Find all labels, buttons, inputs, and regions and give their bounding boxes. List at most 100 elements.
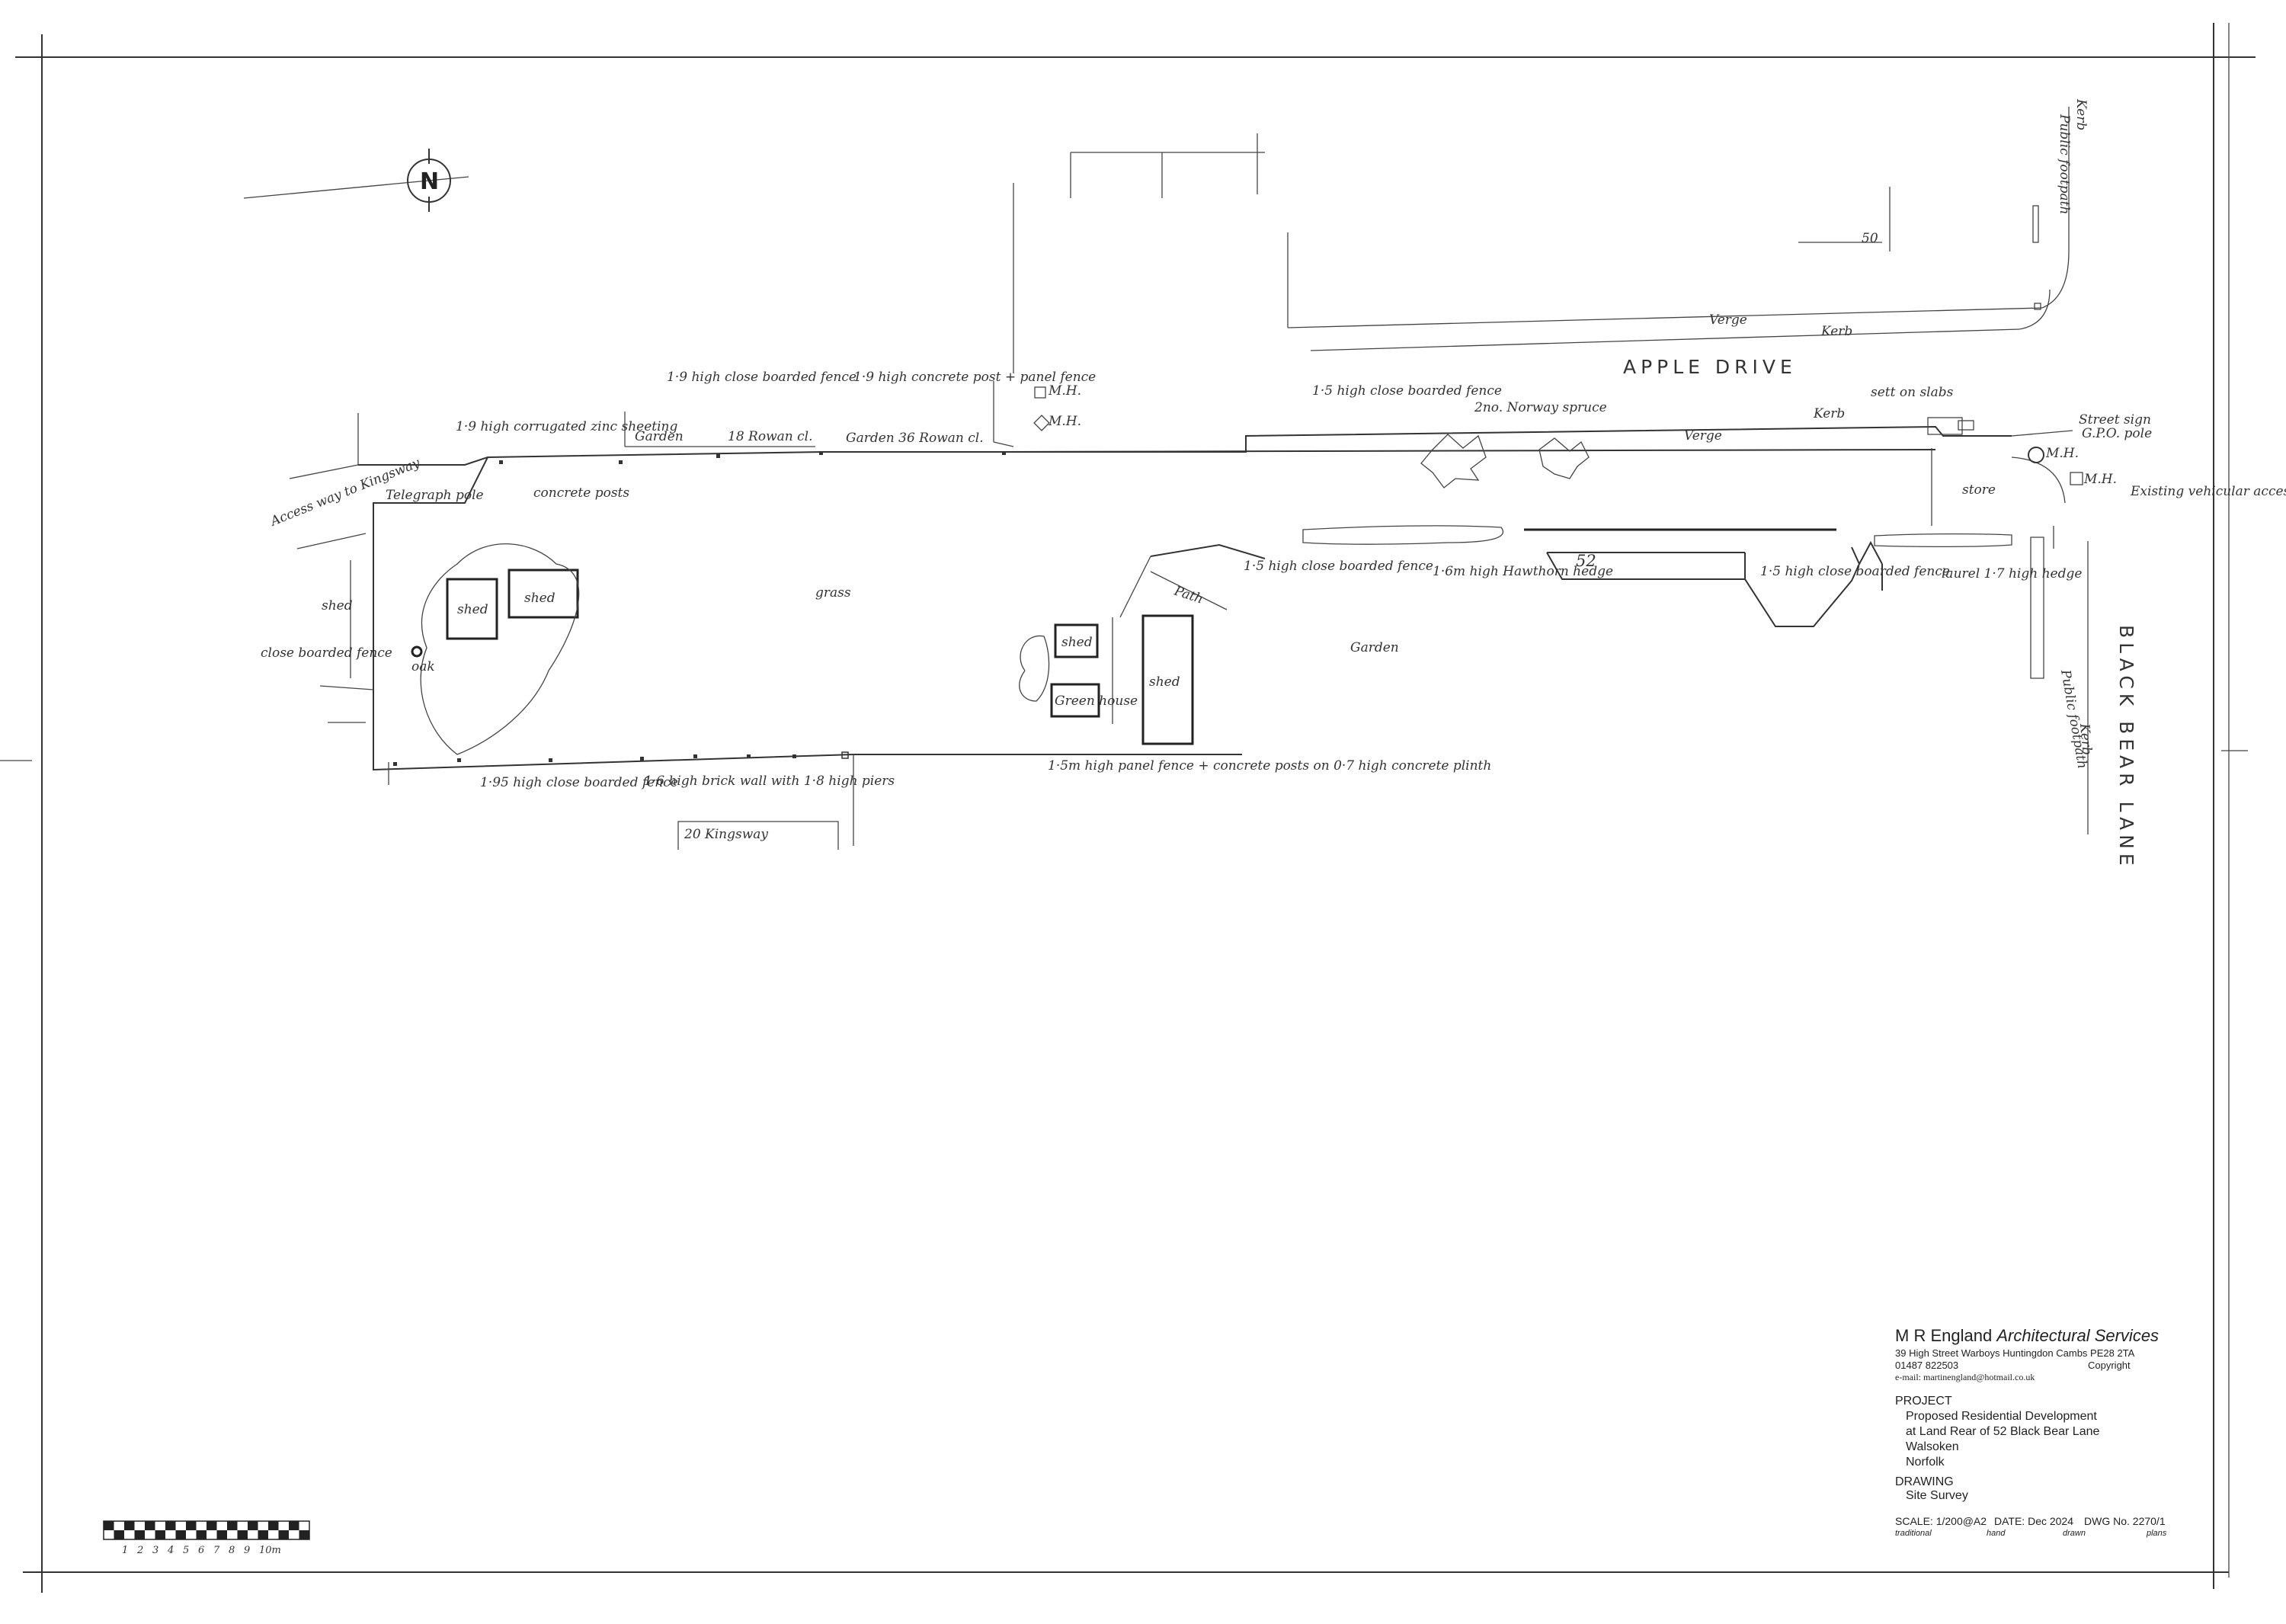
firm-name-italic: Architectural Services — [1996, 1326, 2160, 1345]
title-block: M R England Architectural Services 39 Hi… — [1895, 1326, 2200, 1555]
label-rowan-18: 18 Rowan cl. — [728, 429, 812, 444]
firm-email: e-mail: martinengland@hotmail.co.uk — [1895, 1372, 2035, 1382]
label-garden-main: Garden — [1350, 640, 1399, 655]
project-line-2: at Land Rear of 52 Black Bear Lane — [1906, 1425, 2100, 1438]
label-mh-3: M.H. — [2045, 446, 2079, 461]
label-zinc-sheeting: 1·9 high corrugated zinc sheeting — [456, 419, 677, 434]
label-public-footpath-1: Public footpath — [2057, 114, 2072, 214]
road-black-bear-lane: BLACK BEAR LANE — [2115, 625, 2137, 870]
label-shed-3: shed — [524, 591, 555, 606]
scale-tick-label: 1 — [122, 1545, 128, 1556]
footer-traditional: traditional — [1895, 1529, 1932, 1538]
scale-check — [207, 1521, 217, 1530]
label-fence-15-close-right: 1·5 high close boarded fence — [1760, 564, 1950, 579]
scale-check — [216, 1530, 227, 1539]
label-shed-2: shed — [457, 602, 488, 617]
house-52-area — [1112, 447, 2089, 834]
label-path: Path — [1172, 583, 1205, 607]
label-shed-5: shed — [1061, 635, 1093, 650]
label-shed-1: shed — [322, 598, 353, 613]
scale-check — [165, 1521, 176, 1530]
scale-check — [196, 1530, 207, 1539]
label-verge-1: Verge — [1709, 312, 1747, 328]
scale-check — [258, 1530, 268, 1539]
label-mh-1: M.H. — [1048, 383, 1081, 399]
scale-check — [124, 1521, 135, 1530]
label-fence-15-close-top: 1·5 high close boarded fence — [1312, 383, 1502, 399]
firm-address: 39 High Street Warboys Huntingdon Cambs … — [1895, 1347, 2135, 1359]
label-brick-wall: 1·6 high brick wall with 1·8 high piers — [644, 774, 895, 789]
sheds-left — [411, 543, 580, 755]
scale-tick-label: 10m — [259, 1545, 281, 1556]
scale-check — [145, 1521, 155, 1530]
label-concrete-posts: concrete posts — [533, 485, 629, 501]
scale-check — [248, 1521, 258, 1530]
label-verge-2: Verge — [1684, 428, 1722, 444]
post-markers — [393, 451, 1006, 766]
drawing-heading: DRAWING — [1895, 1475, 1954, 1488]
scale-tick-label: 2 — [136, 1545, 143, 1556]
scale-tick-label: 5 — [183, 1545, 189, 1556]
site-boundary — [289, 456, 1242, 850]
label-close-boarded: close boarded fence — [261, 645, 392, 661]
label-oak: oak — [411, 659, 435, 674]
north-boundary — [357, 381, 2073, 466]
label-kerb-1: Kerb — [2073, 98, 2089, 130]
scale-check — [227, 1521, 238, 1530]
scale-check — [268, 1521, 279, 1530]
label-garden-36: Garden 36 Rowan cl. — [846, 431, 984, 446]
label-kingsway-20: 20 Kingsway — [684, 827, 768, 842]
firm-phone: 01487 822503 — [1895, 1360, 1959, 1371]
scale-info: SCALE: 1/200@A2 — [1895, 1515, 1987, 1527]
label-fence-19-concrete: 1·9 high concrete post + panel fence — [853, 370, 1096, 385]
scale-check — [104, 1521, 114, 1530]
firm-name-plain: M R England — [1895, 1326, 1993, 1345]
scale-tick-label: 6 — [198, 1545, 204, 1556]
drawing-title: Site Survey — [1906, 1489, 1968, 1502]
label-gpo-pole: G.P.O. pole — [2082, 426, 2152, 441]
scale-tick-label: 3 — [152, 1545, 158, 1556]
label-panel-fence: 1·5m high panel fence + concrete posts o… — [1048, 758, 1491, 774]
scale-check — [175, 1530, 186, 1539]
label-kerb-3: Kerb — [1813, 406, 1845, 421]
label-grass: grass — [815, 585, 851, 601]
label-telegraph-pole: Telegraph pole — [386, 488, 484, 503]
label-street-sign: Street sign — [2079, 412, 2151, 428]
scale-tick-label: 7 — [213, 1545, 220, 1556]
scale-check — [114, 1530, 124, 1539]
scale-tick-label: 8 — [229, 1545, 235, 1556]
label-store: store — [1962, 482, 1996, 498]
label-garden-18: Garden — [635, 429, 684, 444]
label-fence-195: 1·95 high close boarded fence — [480, 775, 678, 790]
copyright-label: Copyright — [2088, 1360, 2131, 1371]
footer-plans: plans — [2147, 1529, 2167, 1538]
label-mh-2: M.H. — [1048, 414, 1081, 429]
scale-check — [134, 1530, 145, 1539]
label-green-house: Green house — [1055, 693, 1138, 709]
label-house-52: 52 — [1576, 552, 1596, 570]
road-apple-drive: APPLE DRIVE — [1623, 356, 1797, 378]
date-info: DATE: Dec 2024 — [1994, 1515, 2074, 1527]
sheet-border — [0, 23, 2256, 1593]
project-heading: PROJECT — [1895, 1395, 1952, 1408]
label-plot-50: 50 — [1862, 231, 1878, 246]
scale-check — [278, 1530, 289, 1539]
sheds-mid — [1019, 614, 1194, 745]
scale-check — [289, 1521, 299, 1530]
label-norway-spruce: 2no. Norway spruce — [1474, 400, 1607, 415]
scale-tick-label: 4 — [167, 1545, 174, 1556]
label-existing-access: Existing vehicular access — [2130, 484, 2286, 499]
scale-check — [186, 1521, 197, 1530]
label-kerb-4: Kerb — [2076, 722, 2095, 756]
label-sett-on-slabs: sett on slabs — [1871, 385, 1954, 400]
north-label: N — [420, 168, 439, 195]
firm-name: M R England Architectural Services — [1895, 1326, 2159, 1346]
spruce-trees — [1420, 434, 1590, 488]
dwg-number: DWG No. 2270/1 — [2084, 1515, 2166, 1527]
scale-check — [155, 1530, 165, 1539]
footer-hand: hand — [1987, 1529, 2006, 1538]
north-arrow: N — [243, 149, 469, 212]
project-line-3: Walsoken — [1906, 1440, 1959, 1453]
